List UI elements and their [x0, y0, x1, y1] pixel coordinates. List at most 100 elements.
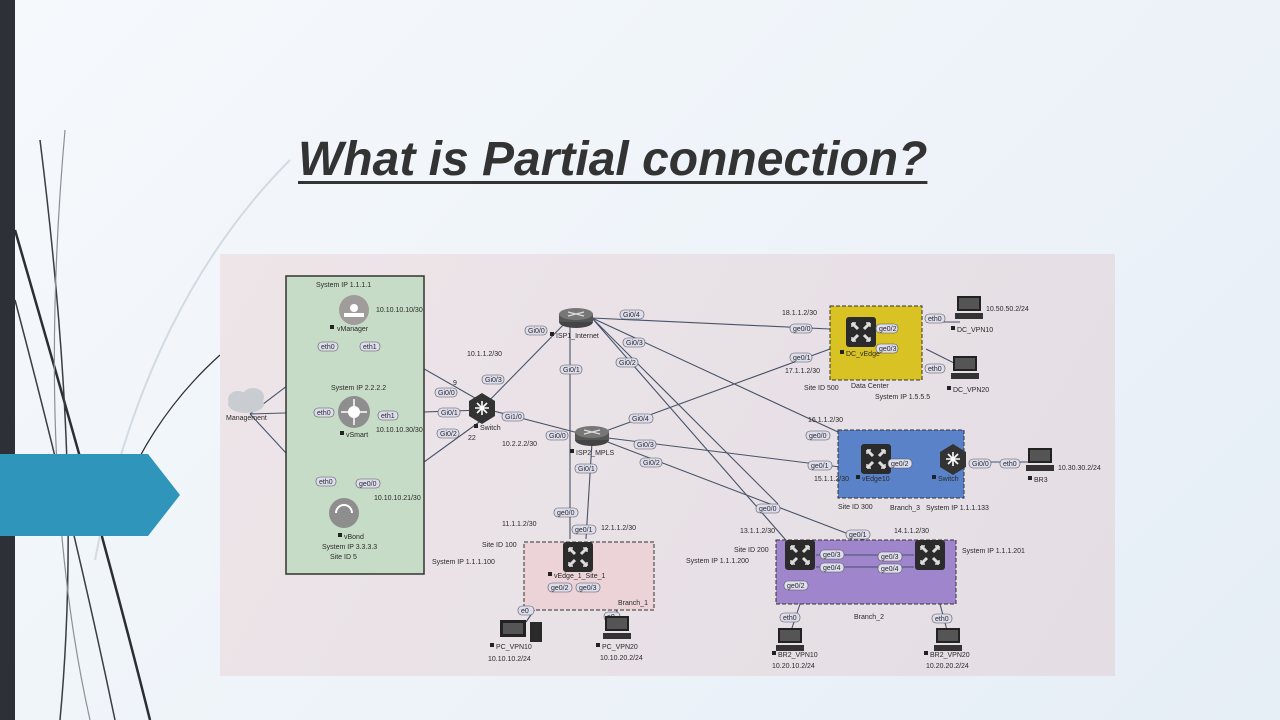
- br2-vpn10-pc-icon: [776, 628, 804, 651]
- br2-vpn20-pc-icon: [934, 628, 962, 651]
- dc-system-ip: System IP 1.5.5.5: [875, 394, 930, 401]
- isp2-net: 10.2.2.2/30: [502, 441, 537, 448]
- dc-if-ge02: ge0/2: [879, 326, 897, 333]
- dc-pc1-name: DC_VPN10: [957, 327, 993, 334]
- network-topology-diagram: Management System IP 1.1.1.1 10.10.10.10…: [220, 254, 1115, 676]
- isp2-if-gi02: Gi0/2: [643, 460, 660, 467]
- arrow-tab-shape: [0, 454, 180, 536]
- dc-vedge-name: DC_vEdge: [846, 351, 880, 358]
- dc-vpn10-pc-icon: [955, 296, 983, 319]
- vbond-icon: [329, 498, 359, 528]
- dc-pc-net: 10.50.50.2/24: [986, 306, 1029, 313]
- isp1-if-gi01: Gi0/1: [563, 367, 580, 374]
- vsmart-system-ip: System IP 2.2.2.2: [331, 385, 386, 392]
- branch2-net1: 13.1.1.2/30: [740, 528, 775, 535]
- dc-site-id: Site ID 500: [804, 385, 839, 392]
- site1-vedge-name: vEdge_1_Site_1: [554, 573, 605, 580]
- isp1-if-gi02: Gi0/2: [619, 360, 636, 367]
- branch3-if-ge00: ge0/0: [809, 433, 827, 440]
- vsmart-ip: 10.10.10.30/30: [376, 427, 423, 434]
- vbond-if-ge0: ge0/0: [359, 481, 377, 488]
- switch-name: Switch: [480, 425, 501, 432]
- vmanager-ip: 10.10.10.10/30: [376, 307, 423, 314]
- switch-num1: 9: [453, 380, 457, 387]
- vmanager-name: vManager: [337, 326, 369, 333]
- dc-pc1-if: eth0: [928, 316, 942, 323]
- dc-net2: 17.1.1.2/30: [785, 368, 820, 375]
- branch2-system-ip-right: System IP 1.1.1.201: [962, 548, 1025, 555]
- vsmart-if-eth1: eth1: [381, 413, 395, 420]
- branch2-if-ge00: ge0/0: [759, 506, 777, 513]
- branch2-system-ip-left: System IP 1.1.1.200: [686, 558, 749, 565]
- branch3-vedge-name: vEdge10: [862, 476, 890, 483]
- site1-pc1-if: e0: [521, 608, 529, 615]
- vmanager-if-eth1: eth1: [363, 344, 377, 351]
- vbond-name: vBond: [344, 534, 364, 541]
- branch3-if-eth0: eth0: [1003, 461, 1017, 468]
- branch2-pc1-if: eth0: [783, 615, 797, 622]
- branch3-site-id: Site ID 300: [838, 504, 873, 511]
- isp1-name: ISP1_Internet: [556, 333, 599, 340]
- branch3-if-ge01: ge0/1: [811, 463, 829, 470]
- branch2-pc2-if: eth0: [935, 616, 949, 623]
- branch2-net2: 14.1.1.2/30: [894, 528, 929, 535]
- topology-photo: Management System IP 1.1.1.1 10.10.10.10…: [220, 254, 1115, 676]
- isp1-net: 10.1.1.2/30: [467, 351, 502, 358]
- site1-pc1-net: 10.10.10.2/24: [488, 656, 531, 663]
- cloud-label: Management: [226, 415, 267, 422]
- branch3-net1: 16.1.1.2/30: [808, 417, 843, 424]
- branch3-if-gi00: Gi0/0: [972, 461, 989, 468]
- dc-if-ge03: ge0/3: [879, 346, 897, 353]
- isp1-if-gi04: Gi0/4: [623, 312, 640, 319]
- branch3-net2: 15.1.1.2/30: [814, 476, 849, 483]
- site1-system-ip: System IP 1.1.1.100: [432, 559, 495, 566]
- br3-pc-name: BR3: [1034, 477, 1048, 484]
- dc-net1: 18.1.1.2/30: [782, 310, 817, 317]
- vbond-ip: 10.10.10.21/30: [374, 495, 421, 502]
- branch2-pc2-net: 10.20.20.2/24: [926, 663, 969, 670]
- site1-if-ge03: ge0/3: [579, 585, 597, 592]
- switch-if-gi00: Gi0/0: [438, 390, 455, 397]
- dc-pc2-name: DC_VPN20: [953, 387, 989, 394]
- dc-vedge-icon: [846, 317, 876, 347]
- vmanager-system-ip: System IP 1.1.1.1: [316, 282, 371, 289]
- branch3-if-ge02: ge0/2: [891, 461, 909, 468]
- branch2-if-ge02: ge0/2: [787, 583, 805, 590]
- branch2-pc1-net: 10.20.10.2/24: [772, 663, 815, 670]
- branch2-site-id: Site ID 200: [734, 547, 769, 554]
- branch3-system-ip: System IP 1.1.1.133: [926, 505, 989, 512]
- isp1-router-icon: [559, 308, 593, 328]
- vmanager-if-eth0: eth0: [321, 344, 335, 351]
- dc-if-ge00: ge0/0: [793, 326, 811, 333]
- isp1-if-gi03: Gi0/3: [626, 340, 643, 347]
- branch2-pc1-name: BR2_VPN10: [778, 652, 818, 659]
- vsmart-name: vSmart: [346, 432, 368, 439]
- branch2-pc2-name: BR2_VPN20: [930, 652, 970, 659]
- branch3-switch-name: Switch: [938, 476, 959, 483]
- branch2-vedge-right-icon: [915, 540, 945, 570]
- isp1-if-gi00: Gi0/0: [528, 328, 545, 335]
- isp2-if-gi04: Gi0/4: [632, 416, 649, 423]
- vsmart-if-eth0: eth0: [317, 410, 331, 417]
- branch2-if-ge03-right: ge0/3: [881, 554, 899, 561]
- site1-pc2-name: PC_VPN20: [602, 644, 638, 651]
- dc-title: Data Center: [851, 383, 889, 390]
- site1-if-ge01: ge0/1: [575, 527, 593, 534]
- switch-if-gi01: Gi0/1: [441, 410, 458, 417]
- management-cloud: [228, 388, 264, 413]
- site1-vedge-icon: [563, 542, 593, 572]
- branch2-if-ge04-left: ge0/4: [823, 565, 841, 572]
- dc-pc2-if: eth0: [928, 366, 942, 373]
- switch-if-gi03: Gi0/3: [485, 377, 502, 384]
- pc-vpn10-desktop-icon: [500, 620, 542, 642]
- switch-if-gi10: Gi1/0: [505, 414, 522, 421]
- isp2-if-gi01: Gi0/1: [578, 466, 595, 473]
- vsmart-icon: [338, 396, 370, 428]
- switch-num2: 22: [468, 435, 476, 442]
- vbond-site-id: Site ID 5: [330, 554, 357, 561]
- vbond-if-eth0: eth0: [319, 479, 333, 486]
- site1-pc2-net: 10.10.20.2/24: [600, 655, 643, 662]
- dc-if-ge01: ge0/1: [793, 355, 811, 362]
- branch2-if-ge04-right: ge0/4: [881, 566, 899, 573]
- site1-title: Branch_1: [618, 600, 648, 607]
